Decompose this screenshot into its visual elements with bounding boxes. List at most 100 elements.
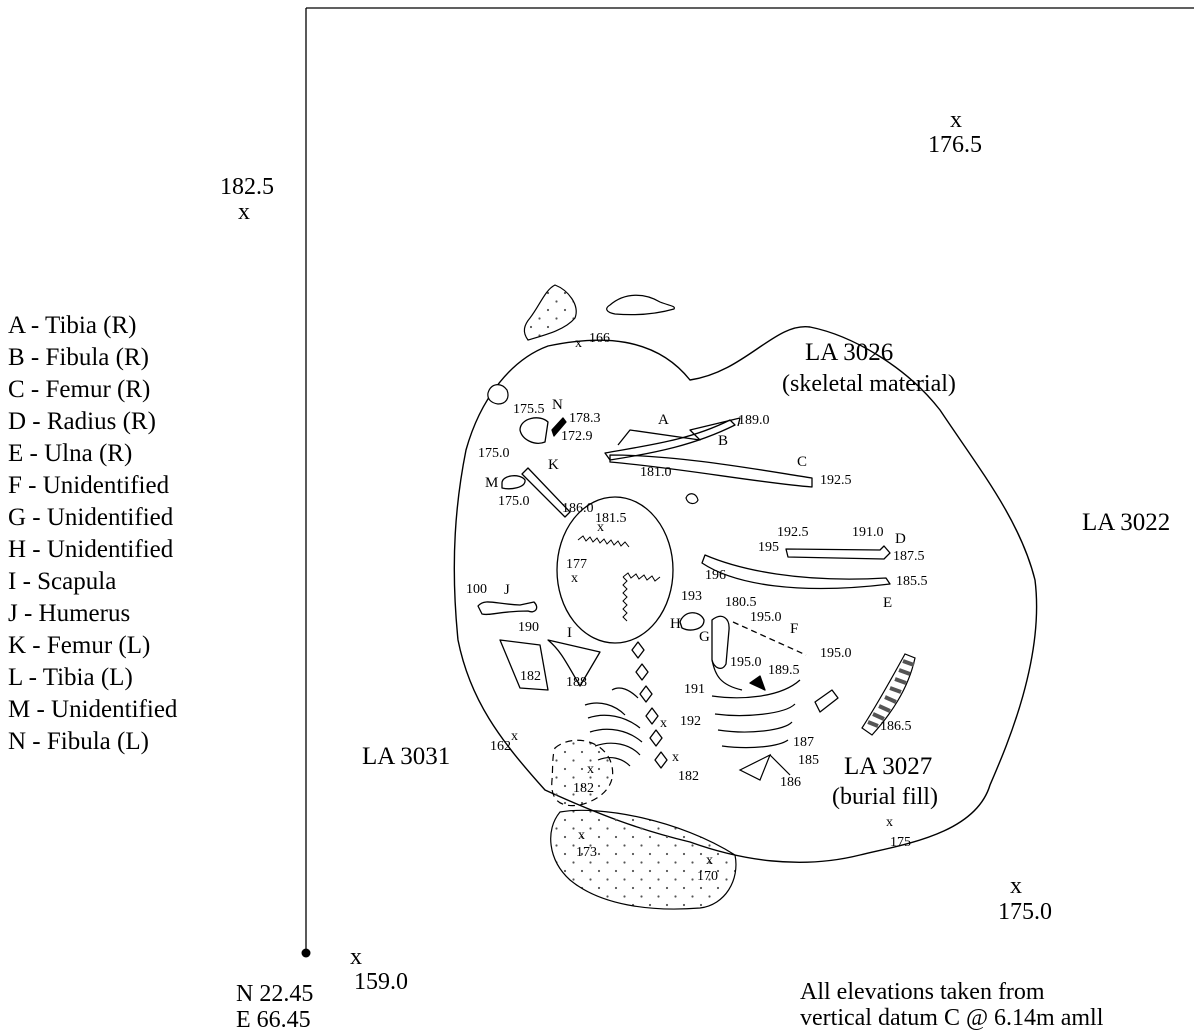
elevation-reading: 186.5 — [880, 719, 912, 734]
bone-label-j: J — [504, 582, 510, 598]
elevation-reading: 182 — [678, 769, 699, 784]
elevation-reading: 100 — [466, 582, 487, 597]
elevation-reading: 192.5 — [820, 473, 852, 488]
bone-d-radius-r — [785, 545, 891, 560]
datum-north: N 22.45 — [236, 981, 314, 1007]
bone-e-ulna-r — [701, 554, 891, 590]
bone-label-i: I — [567, 625, 572, 641]
point-marker: x — [706, 853, 713, 868]
elevation-reading: 185 — [798, 753, 819, 768]
bones — [477, 417, 891, 769]
elevation-reading: 181.0 — [640, 465, 672, 480]
survey-point-marker: x — [350, 944, 362, 970]
stippled-fill-left — [551, 739, 614, 807]
ribs-right — [711, 659, 801, 781]
elevation-note-line2: vertical datum C @ 6.14m amll — [800, 1004, 1104, 1031]
legend-item: K - Femur (L) — [8, 632, 151, 659]
stone-1 — [523, 284, 577, 341]
legend-item: C - Femur (R) — [8, 376, 151, 403]
legend-item: B - Fibula (R) — [8, 344, 149, 371]
legend-item: H - Unidentified — [8, 536, 174, 563]
grid-lines — [305, 7, 1194, 952]
bone-label-f: F — [790, 621, 799, 637]
ribs-left — [584, 687, 643, 767]
elevation-reading: 187 — [793, 735, 814, 750]
context-la3022-label: LA 3022 — [1082, 509, 1171, 536]
elevation-note-line1: All elevations taken from — [800, 979, 1045, 1005]
legend-item: L - Tibia (L) — [8, 664, 133, 691]
elevation-reading: 186 — [780, 775, 801, 790]
elevation-reading: 180.5 — [725, 595, 757, 610]
elevation-reading: 190 — [518, 620, 539, 635]
bone-b-fibula-r — [617, 417, 741, 446]
elevation-reading: 192.5 — [777, 525, 809, 540]
legend-item: D - Radius (R) — [8, 408, 156, 435]
elevation-reading: 172.9 — [561, 429, 593, 444]
elevation-reading: 191 — [684, 682, 705, 697]
skull — [556, 496, 674, 644]
elevation-reading: 195.0 — [820, 646, 852, 661]
elevation-reading: 175.5 — [513, 402, 545, 417]
bone-label-m: M — [485, 475, 499, 491]
elevation-reading: 196 — [705, 568, 726, 583]
elevation-reading: 178.3 — [569, 411, 601, 426]
bone-c-femur-r — [609, 454, 813, 488]
elevation-reading: 181.5 — [595, 511, 627, 526]
bone-a-tibia-r — [604, 419, 736, 461]
point-marker: x — [660, 716, 667, 731]
bone-label-a: A — [658, 412, 669, 428]
stippled-fill-lower — [550, 809, 737, 910]
bone-n-fibula-l — [551, 417, 567, 437]
legend-item: I - Scapula — [8, 568, 117, 595]
bone-h-fragment — [679, 612, 705, 631]
context-la3027-description: (burial fill) — [832, 784, 938, 810]
legend-item: F - Unidentified — [8, 472, 170, 499]
elevation-reading: 189.0 — [738, 413, 770, 428]
point-marker: x — [672, 750, 679, 765]
elevation-reading: 182 — [573, 781, 594, 796]
bone-k-femur-l — [521, 467, 571, 518]
elevation-reading: 173 — [576, 845, 597, 860]
bone-label-d: D — [895, 531, 906, 547]
point-marker: x — [511, 729, 518, 744]
bone-label-h: H — [670, 616, 681, 632]
elevation-reading: 187.5 — [893, 549, 925, 564]
legend-item: A - Tibia (R) — [8, 312, 137, 339]
elevation-reading: 162 — [490, 739, 511, 754]
bone-label-n: N — [552, 397, 563, 413]
datum-point — [301, 948, 311, 958]
elevation-reading: 186.0 — [562, 501, 594, 516]
survey-point-label: 159.0 — [354, 969, 408, 995]
bone-f-fragment — [732, 621, 807, 656]
survey-point-label: 175.0 — [998, 899, 1052, 925]
legend-item: M - Unidentified — [8, 696, 178, 723]
bone-j-humerus — [477, 601, 538, 616]
context-la3026-description: (skeletal material) — [782, 371, 956, 397]
fragment-small-right — [814, 689, 839, 713]
stone-features — [487, 284, 737, 910]
legend-item: E - Ulna (R) — [8, 440, 133, 467]
bone-g-fragment — [711, 615, 730, 669]
bone-label-c: C — [797, 454, 808, 470]
bone-i-scapula — [547, 639, 601, 687]
survey-point-marker: x — [1010, 873, 1022, 899]
survey-point-label: 176.5 — [928, 132, 982, 158]
point-marker: x — [597, 520, 604, 535]
grave-cut-outline — [453, 326, 1038, 863]
datum-east: E 66.45 — [236, 1006, 311, 1033]
point-marker: x — [587, 762, 594, 777]
elevation-reading: 193 — [681, 589, 702, 604]
point-marker: x — [886, 815, 893, 830]
legend-item: G - Unidentified — [8, 504, 174, 531]
datum-coordinates: N 22.45 E 66.45 — [236, 981, 314, 1034]
vertebra-chain — [631, 641, 668, 769]
elevation-reading: 177 — [566, 557, 587, 572]
elevation-reading: 191.0 — [852, 525, 884, 540]
point-marker: x — [575, 336, 582, 351]
elevation-reading: 175.0 — [478, 446, 510, 461]
bone-label-g: G — [699, 629, 710, 645]
elevation-reading: 195 — [758, 540, 779, 555]
legend-item: J - Humerus — [8, 600, 131, 627]
bone-label-b: B — [718, 433, 729, 449]
